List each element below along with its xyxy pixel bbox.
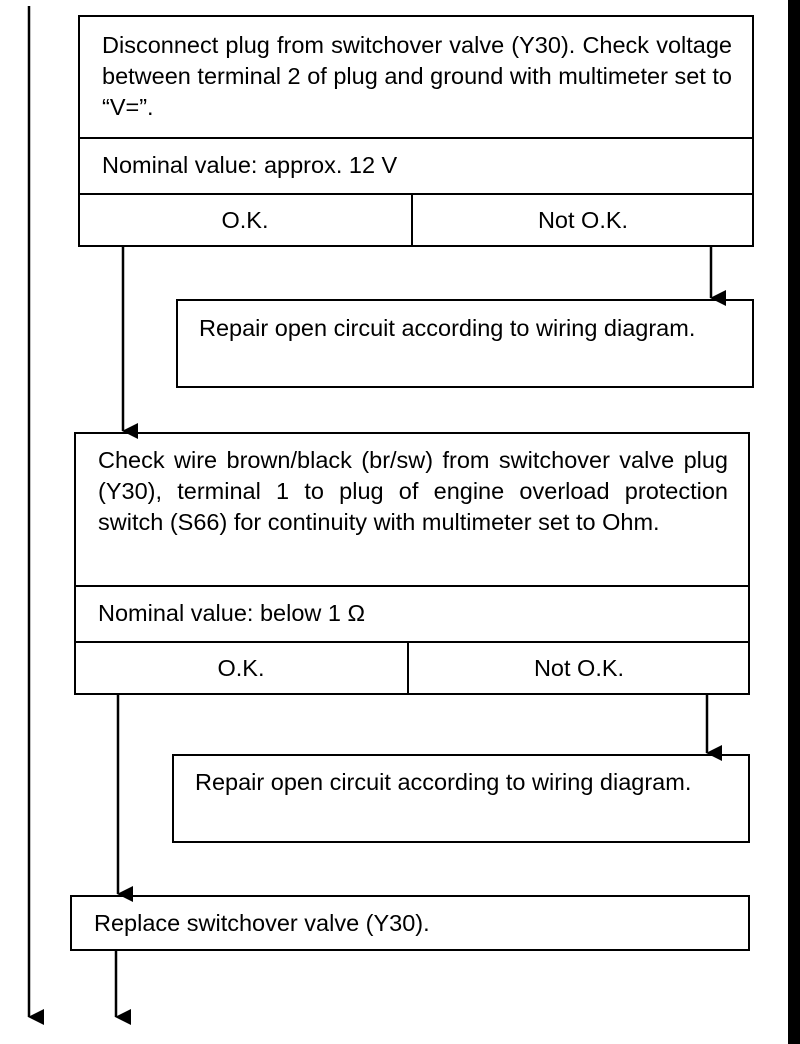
step1-nominal: Nominal value: approx. 12 V	[102, 152, 398, 178]
step2-not-ok: Not O.K.	[533, 655, 625, 681]
step1-instruction: Disconnect plug from switchover valve (Y…	[102, 32, 732, 120]
step1-ok: O.K.	[221, 207, 269, 233]
repair2-text: Repair open circuit according to wiring …	[195, 769, 692, 795]
repair2-box	[172, 754, 750, 843]
repair1-text: Repair open circuit according to wiring …	[199, 315, 696, 341]
step1-box	[78, 15, 754, 247]
final-box	[70, 895, 750, 951]
final-text: Replace switchover valve (Y30).	[94, 910, 430, 936]
step1-split	[411, 193, 413, 247]
step2-divider-1	[74, 585, 750, 587]
step1-divider-1	[78, 137, 754, 139]
step1-divider-2	[78, 193, 754, 195]
step2-divider-2	[74, 641, 750, 643]
step2-nominal: Nominal value: below 1 Ω	[98, 600, 366, 626]
step1-not-ok: Not O.K.	[537, 207, 629, 233]
right-edge-bar	[788, 0, 800, 1044]
step2-ok: O.K.	[217, 655, 265, 681]
step2-split	[407, 641, 409, 695]
step2-instruction: Check wire brown/black (br/sw) from swit…	[98, 447, 728, 535]
step2-box	[74, 432, 750, 695]
repair1-box	[176, 299, 754, 388]
